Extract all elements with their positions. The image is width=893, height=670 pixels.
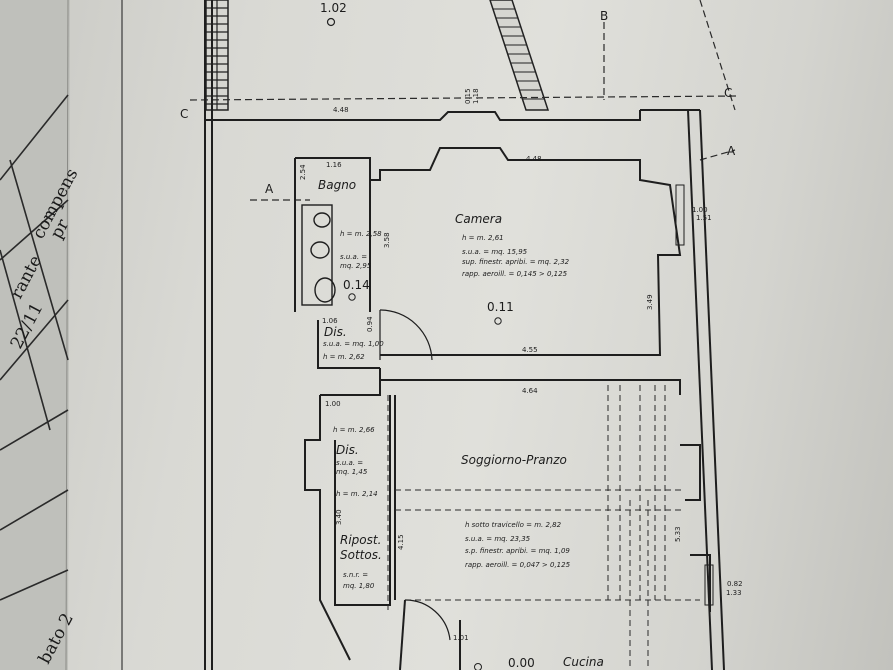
dim-100-a: 1.00 — [692, 206, 708, 214]
ripost-mq: mq. 1,80 — [343, 582, 375, 590]
dis2-height2: h = m. 2,14 — [336, 490, 378, 498]
room-dis1-label: Dis. — [324, 325, 347, 339]
dim-358: 3.58 — [383, 232, 391, 248]
dis2-mq: mq. 1,45 — [336, 468, 368, 476]
camera-sua: s.u.a. = mq. 15,95 — [462, 248, 528, 256]
section-b-label: B — [600, 9, 608, 23]
dim-133: 1.33 — [726, 589, 742, 597]
dim-015: 0.15 — [464, 88, 472, 104]
stair-hatch-right — [489, 0, 550, 111]
dim-254: 2.54 — [299, 164, 307, 180]
left-table-sheet — [0, 0, 70, 670]
dim-464: 4.64 — [522, 387, 538, 395]
stair-hatch-left — [205, 0, 229, 111]
dim-106: 1.06 — [322, 317, 338, 325]
bagno-code: 0.14 — [343, 278, 370, 292]
dim-100: 1.00 — [325, 400, 341, 408]
room-dis2-label: Dis. — [336, 443, 359, 457]
bathroom-fixtures — [301, 204, 336, 306]
camera-rapp: rapp. aeroill. = 0,145 > 0,125 — [462, 270, 568, 278]
cucina-code: 0.00 — [508, 656, 535, 670]
dim-082: 0.82 — [727, 580, 743, 588]
soggiorno-sup: s.p. finestr. apribi. = mq. 1,09 — [465, 547, 570, 555]
dis2-height: h = m. 2,66 — [333, 426, 375, 434]
bagno-height: h = m. 2,58 — [340, 230, 382, 238]
bagno-marker — [348, 293, 356, 301]
dashed-beams — [387, 385, 700, 670]
dis1-height: h = m. 2,62 — [323, 353, 365, 361]
room-sottos-label: Sottos. — [340, 548, 382, 562]
soggiorno-height: h sotto travicello = m. 2,82 — [465, 521, 562, 529]
windows — [675, 184, 714, 606]
room-soggiorno-label: Soggiorno-Pranzo — [461, 453, 567, 467]
dim-349: 3.49 — [646, 294, 654, 310]
dim-455: 4.55 — [522, 346, 538, 354]
soggiorno-sua: s.u.a. = mq. 23,35 — [465, 535, 531, 543]
room-ripost-label: Ripost. — [340, 533, 381, 547]
camera-marker — [494, 317, 502, 325]
dim-118: 1.18 — [472, 88, 480, 104]
section-a-right-label: A — [727, 144, 736, 158]
ripost-snr: s.n.r. = — [343, 571, 368, 579]
camera-height: h = m. 2,61 — [462, 234, 504, 242]
room-camera-label: Camera — [455, 212, 502, 226]
side-table-grid — [0, 94, 69, 601]
bagno-sua: s.u.a. = — [340, 253, 367, 261]
room-102-marker — [326, 17, 336, 27]
dim-101: 1.01 — [453, 634, 469, 642]
doors — [379, 309, 451, 641]
dim-448-top: 4.48 — [333, 106, 349, 114]
camera-sup: sup. finestr. apribi. = mq. 2,32 — [462, 258, 570, 266]
dim-415: 4.15 — [397, 534, 405, 550]
room-102-label: 1.02 — [320, 1, 347, 15]
room-bagno-label: Bagno — [318, 178, 356, 192]
dim-151: 1.51 — [696, 214, 712, 222]
room-cucina-label: Cucina — [563, 655, 604, 669]
section-c-right-label: C — [724, 86, 732, 100]
dim-094: 0.94 — [366, 316, 374, 332]
dim-116: 1.16 — [326, 161, 342, 169]
camera-code: 0.11 — [487, 300, 514, 314]
cucina-marker — [474, 663, 482, 670]
dim-448-mid: 4.48 — [526, 155, 542, 163]
bagno-mq: mq. 2,95 — [340, 262, 372, 270]
dim-340: 3.40 — [335, 509, 343, 525]
dis2-sua: s.u.a. = — [336, 459, 363, 467]
soggiorno-rapp: rapp. aeroill. = 0,047 > 0,125 — [465, 561, 571, 569]
dim-533: 5.33 — [674, 526, 682, 542]
section-a-left-label: A — [265, 182, 274, 196]
dis1-sua: s.u.a. = mq. 1,00 — [323, 340, 384, 348]
section-lines — [189, 0, 741, 201]
outer-walls — [204, 0, 725, 670]
inner-walls — [294, 147, 711, 670]
section-c-left-label: C — [180, 107, 188, 121]
sheet-edge — [65, 0, 69, 670]
